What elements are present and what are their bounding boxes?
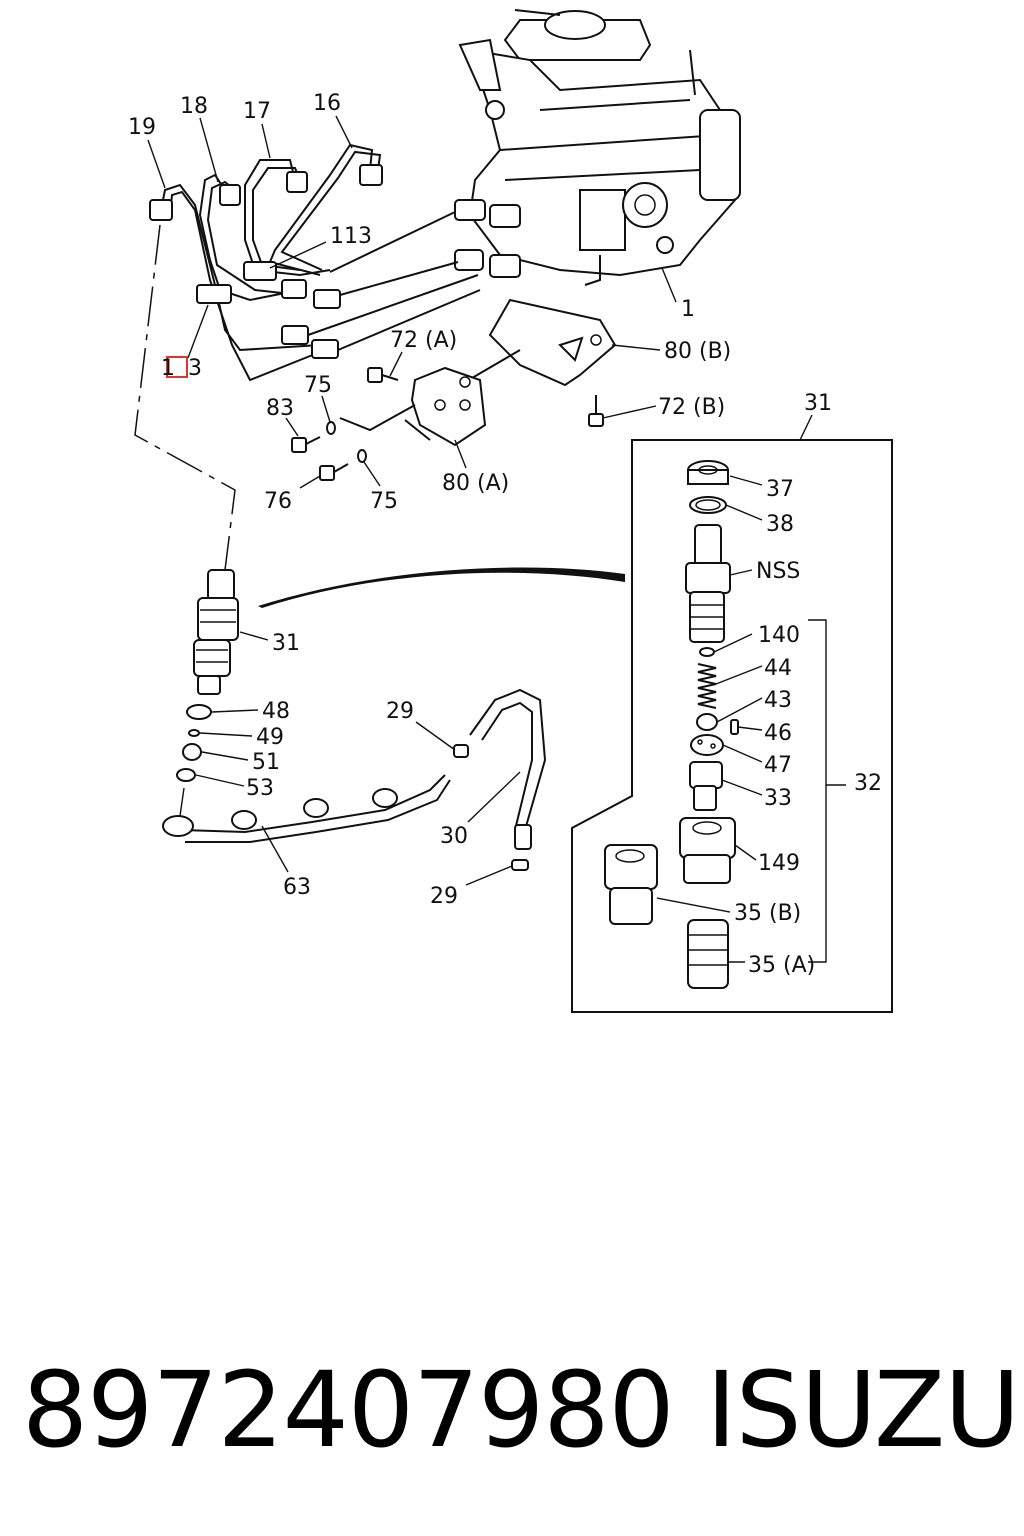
label-29-upper: 29	[386, 699, 414, 724]
label-32: 32	[854, 771, 882, 796]
label-19: 19	[128, 115, 156, 140]
injection-pipes	[134, 143, 481, 571]
label-49: 49	[256, 725, 284, 750]
injector-assembly	[176, 567, 625, 782]
label-75-upper: 75	[304, 373, 332, 398]
label-80b: 80 (B)	[664, 339, 731, 364]
part-number: 8972407980	[22, 1349, 675, 1471]
label-48: 48	[262, 699, 290, 724]
highlight-box	[166, 356, 188, 378]
label-63: 63	[283, 875, 311, 900]
label-140: 140	[758, 623, 800, 648]
label-31-mid: 31	[272, 631, 300, 656]
label-44: 44	[764, 656, 792, 681]
leader-lines	[147, 115, 763, 963]
label-43: 43	[764, 688, 792, 713]
label-18: 18	[180, 94, 208, 119]
label-53: 53	[246, 776, 274, 801]
label-17: 17	[243, 99, 271, 124]
label-113-lower-right: 3	[188, 356, 202, 381]
label-35b: 35 (B)	[734, 901, 801, 926]
brand-name: ISUZU	[706, 1349, 1020, 1471]
leak-off-pipe	[162, 688, 547, 871]
label-76: 76	[264, 489, 292, 514]
nozzle-exploded-view	[571, 414, 893, 1013]
caption-bar: 8972407980 ISUZU	[0, 1340, 1024, 1480]
label-35a: 35 (A)	[748, 953, 815, 978]
label-149: 149	[758, 851, 800, 876]
label-72a: 72 (A)	[390, 328, 457, 353]
label-47: 47	[764, 753, 792, 778]
label-75-lower: 75	[370, 489, 398, 514]
injection-pump	[454, 9, 742, 286]
label-38: 38	[766, 512, 794, 537]
exploded-parts-diagram: 19 18 17 16 113 1 3 1 72 (A) 80 (B) 75 8…	[128, 9, 893, 1013]
label-113-upper: 113	[330, 224, 372, 249]
label-80a: 80 (A)	[442, 471, 509, 496]
label-16: 16	[313, 91, 341, 116]
brackets	[339, 298, 617, 447]
label-51: 51	[252, 750, 280, 775]
bolts-and-washers	[291, 367, 604, 481]
label-72b: 72 (B)	[658, 395, 725, 420]
label-46: 46	[764, 721, 792, 746]
label-30: 30	[440, 824, 468, 849]
label-83: 83	[266, 396, 294, 421]
label-31-top: 31	[804, 391, 832, 416]
label-nss: NSS	[756, 559, 800, 584]
label-33: 33	[764, 786, 792, 811]
label-29-lower: 29	[430, 884, 458, 909]
callout-labels: 19 18 17 16 113 1 3 1 72 (A) 80 (B) 75 8…	[128, 91, 882, 978]
label-1: 1	[681, 297, 695, 322]
label-113-lower-left: 1	[161, 356, 175, 381]
label-37: 37	[766, 477, 794, 502]
